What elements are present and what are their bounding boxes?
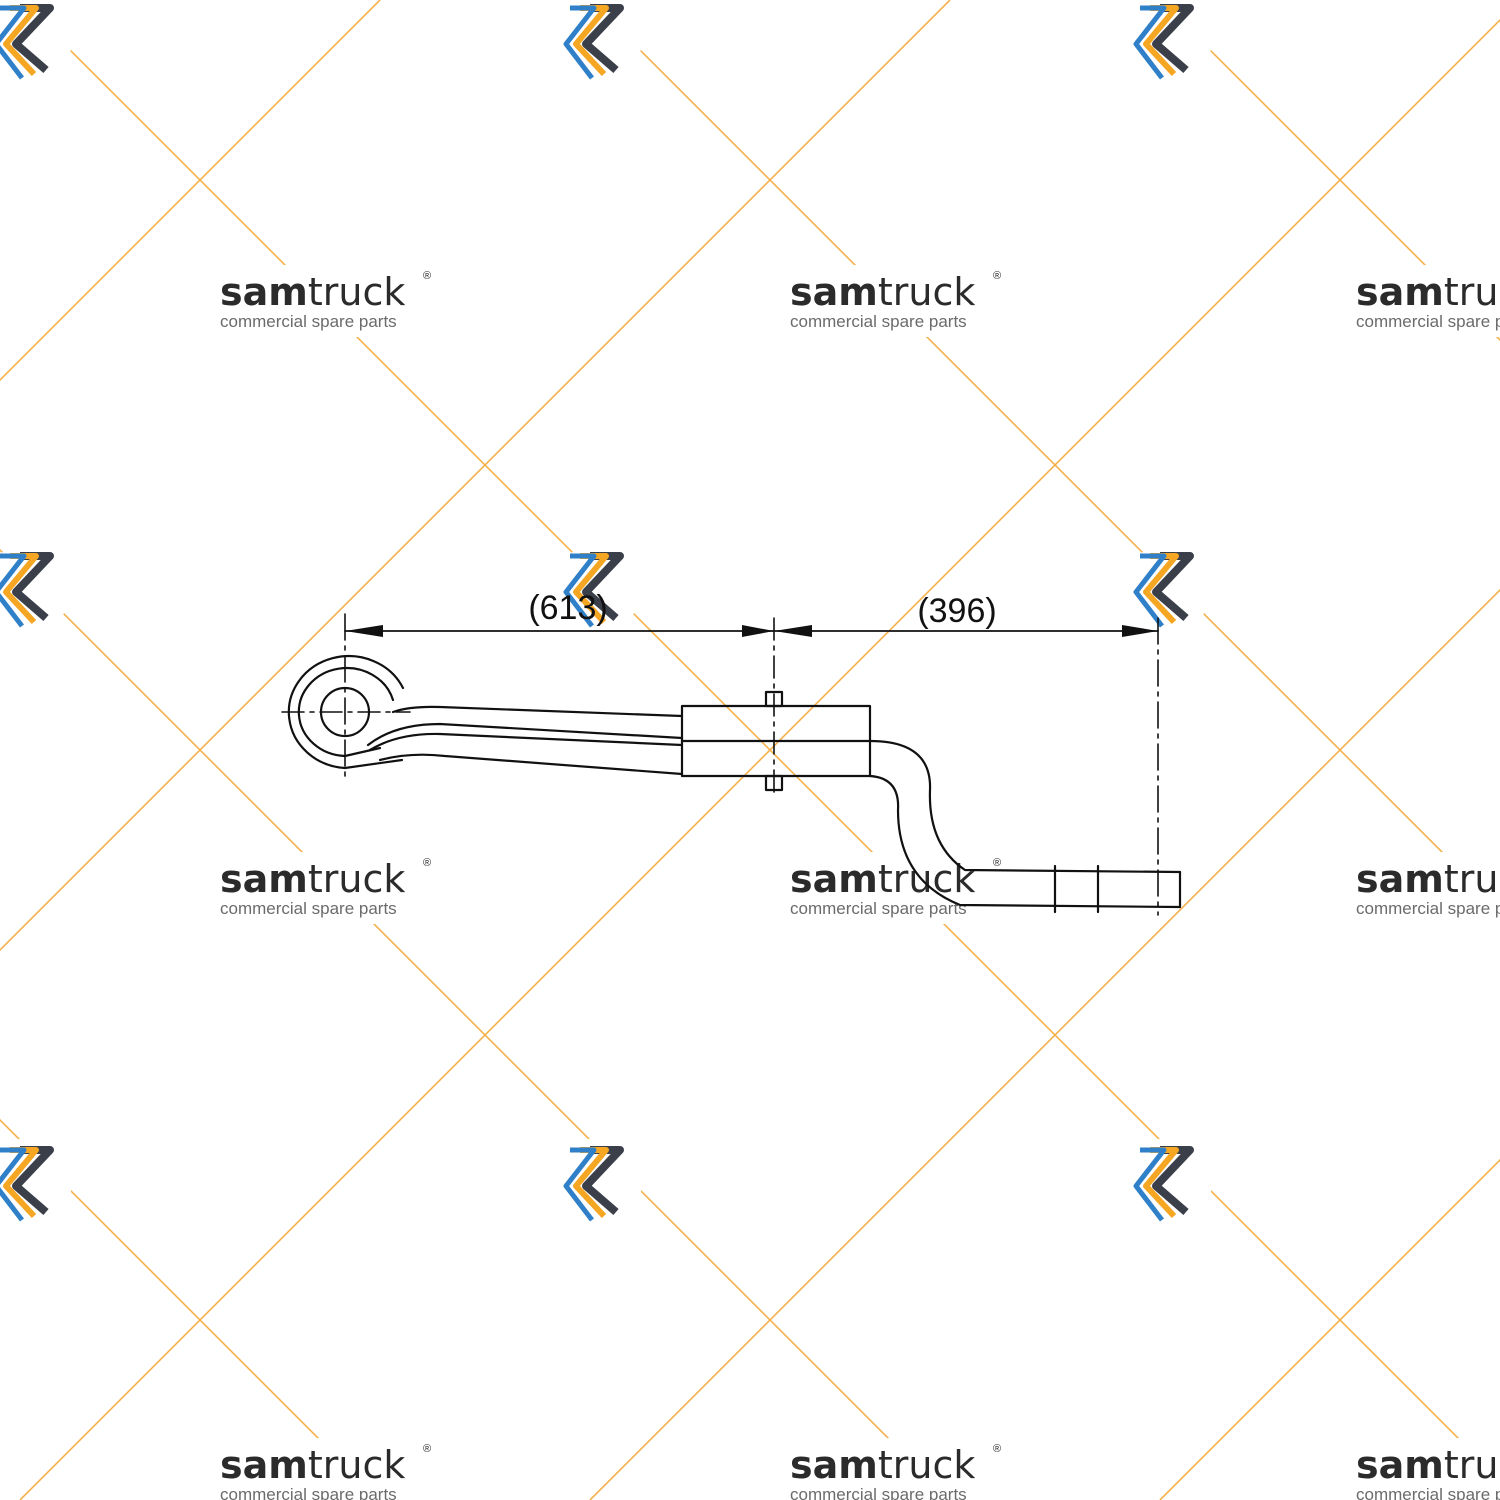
brand-tagline: commercial spare parts (220, 312, 397, 331)
arrow-right-b (1122, 625, 1158, 637)
lattice-line (19, 18, 1500, 1500)
brand-name: samtruck (220, 1443, 405, 1487)
leaf-spring-drawing (281, 613, 1182, 916)
brand-name: samtruck (790, 1443, 975, 1487)
brand-tagline: commercial spare parts (790, 1485, 967, 1500)
leaf-third (368, 732, 684, 752)
brand-backdrop (1350, 1438, 1500, 1500)
brand-backdrop (214, 265, 434, 337)
lattice-line (589, 0, 1500, 912)
brand-name: samtruck (1356, 270, 1500, 314)
brand-backdrop (214, 852, 434, 924)
lattice-line (0, 1118, 381, 1500)
brand-tagline: commercial spare parts (1356, 312, 1500, 331)
arrow-right-a (774, 625, 812, 637)
registered-mark: ® (423, 857, 431, 869)
lattice-line (0, 548, 951, 1500)
brand-tagline: commercial spare parts (220, 1485, 397, 1500)
logo-backdrop (0, 0, 72, 84)
arm-lower (868, 774, 1182, 909)
brand-backdrop (1350, 265, 1500, 337)
brand-tagline: commercial spare parts (1356, 899, 1500, 918)
brand-backdrop (784, 1438, 1004, 1500)
brand-backdrop (784, 265, 1004, 337)
dimension-label-left: (613) (528, 589, 607, 627)
brand-backdrop (784, 852, 1004, 924)
logo-backdrop (1124, 0, 1212, 84)
leaf-second (366, 722, 684, 747)
registered-mark: ® (993, 1443, 1001, 1455)
dimension-label-right: (396) (917, 592, 996, 630)
arm-upper (868, 739, 1182, 874)
brand-tagline: commercial spare parts (1356, 1485, 1500, 1500)
watermark-brands: samtruck®commercial spare partssamtruck®… (214, 265, 1500, 1500)
leaf-bottom (378, 753, 684, 776)
arrow-left-a (345, 625, 383, 637)
brand-tagline: commercial spare parts (790, 899, 967, 918)
leaf-top (391, 705, 684, 718)
registered-mark: ® (423, 270, 431, 282)
logo-backdrop (554, 1138, 642, 1226)
brand-name: samtruck (790, 270, 975, 314)
arrow-left-b (742, 625, 774, 637)
watermark-logos (0, 0, 1212, 1226)
brand-backdrop (214, 1438, 434, 1500)
brand-tagline: commercial spare parts (790, 312, 967, 331)
brand-name: samtruck (220, 857, 405, 901)
lattice-line (589, 588, 1500, 1500)
spring-eye-wrap (297, 666, 395, 758)
lattice-line (1159, 0, 1500, 342)
brand-backdrop (1350, 852, 1500, 924)
registered-mark: ® (993, 270, 1001, 282)
lattice-line (0, 0, 381, 382)
lattice-line (1159, 1158, 1500, 1500)
brand-name: samtruck (1356, 1443, 1500, 1487)
brand-name: samtruck (220, 270, 405, 314)
brand-name: samtruck (790, 857, 975, 901)
logo-backdrop (1124, 1138, 1212, 1226)
registered-mark: ® (423, 1443, 431, 1455)
brand-name: samtruck (1356, 857, 1500, 901)
lattice-line (19, 0, 1500, 1482)
registered-mark: ® (993, 857, 1001, 869)
brand-tagline: commercial spare parts (220, 899, 397, 918)
logo-backdrop (554, 0, 642, 84)
logo-backdrop (554, 544, 642, 632)
lattice-line (0, 0, 951, 952)
spring-eye-coil (287, 655, 405, 770)
logo-backdrop (1124, 544, 1212, 632)
